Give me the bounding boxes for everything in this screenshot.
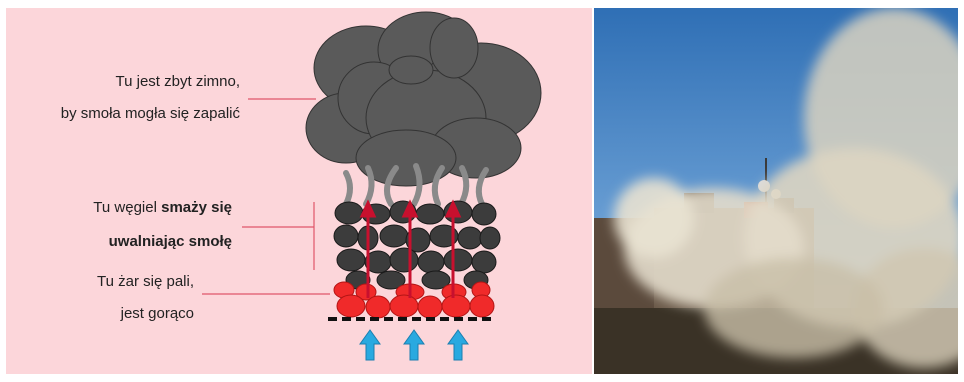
smoke-cloud	[306, 12, 541, 186]
chimney-smoke-photo	[594, 8, 958, 374]
up-arrow-icon	[448, 330, 468, 360]
air-arrows	[360, 330, 468, 360]
diagram-panel: Tu jest zbyt zimno, by smoła mogła się z…	[6, 8, 592, 374]
photo-illustration	[594, 8, 958, 374]
combustion-diagram	[6, 8, 592, 374]
up-arrow-icon	[404, 330, 424, 360]
coal-layer	[334, 201, 500, 289]
up-arrow-icon	[360, 330, 380, 360]
